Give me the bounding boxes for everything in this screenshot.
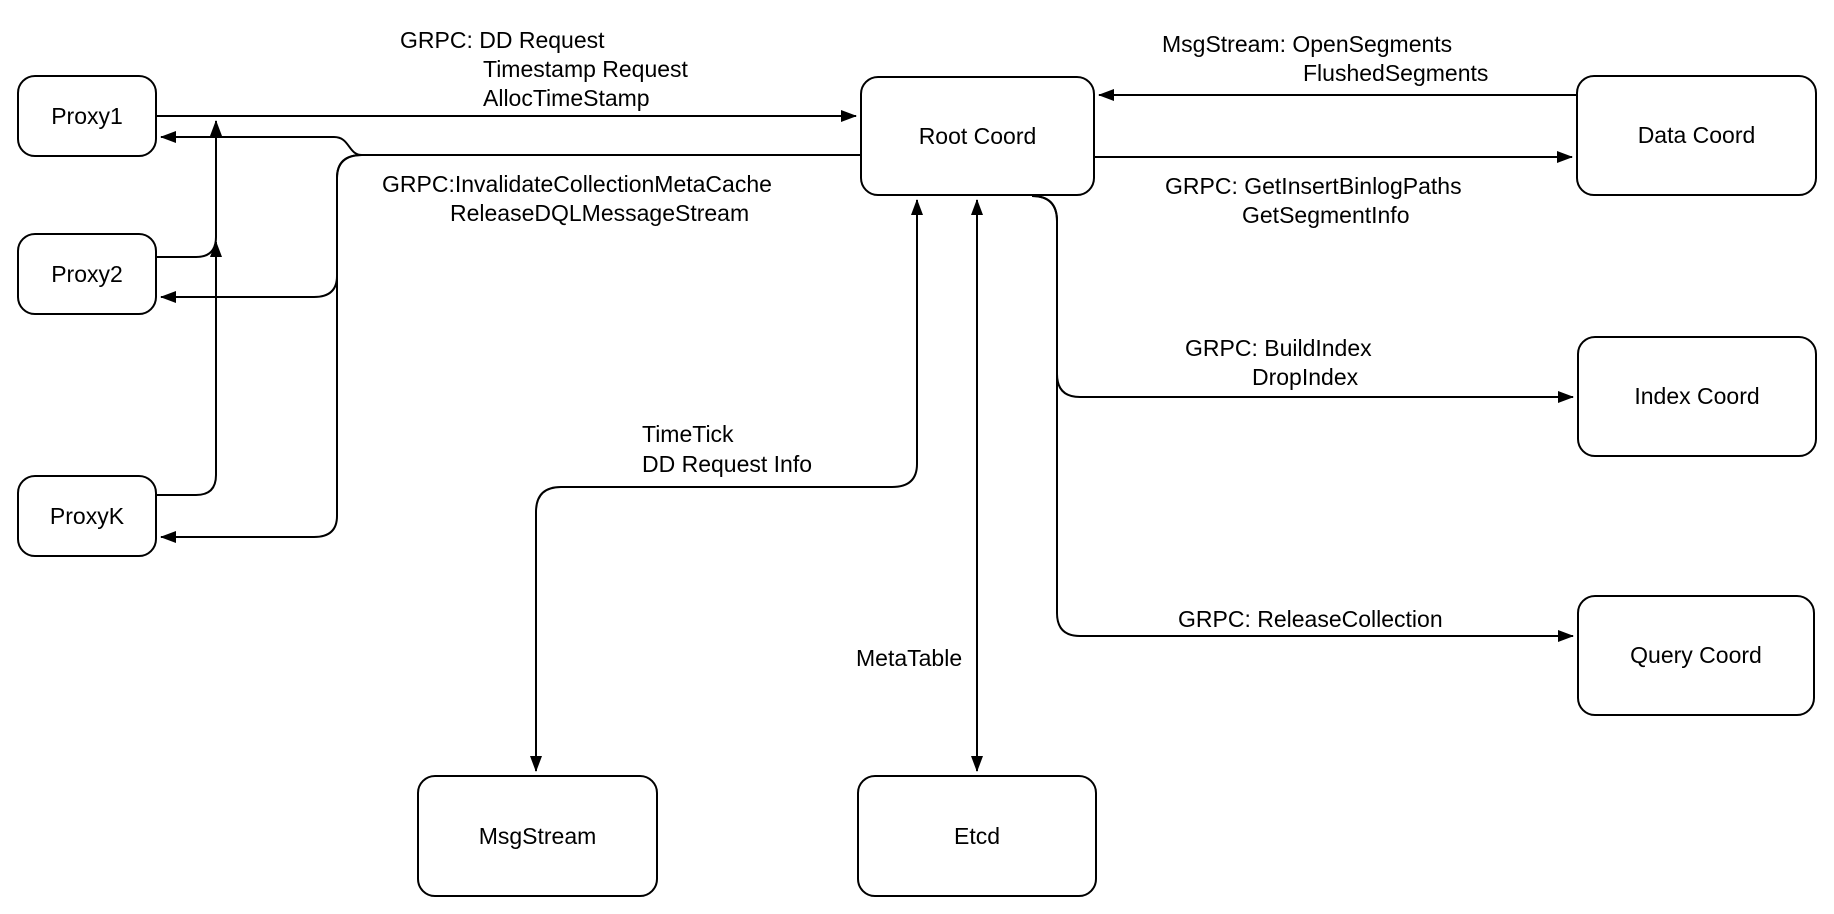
label-dd-request-1: GRPC: DD Request (400, 27, 605, 53)
label-metatable: MetaTable (856, 645, 963, 671)
label-timetick-2: DD Request Info (642, 451, 813, 477)
label-invalidate-1: GRPC:InvalidateCollectionMetaCache (382, 171, 772, 197)
node-msgstream: MsgStream (417, 775, 658, 897)
node-query-coord: Query Coord (1577, 595, 1815, 716)
label-dd-request-3: AllocTimeStamp (483, 85, 650, 111)
label-build-index-1: GRPC: BuildIndex (1185, 335, 1372, 361)
label-open-segments-1: MsgStream: OpenSegments (1162, 31, 1453, 57)
label-open-segments-2: FlushedSegments (1303, 60, 1489, 86)
label-invalidate-2: ReleaseDQLMessageStream (450, 200, 750, 226)
node-root-coord: Root Coord (860, 76, 1095, 196)
node-data-coord: Data Coord (1576, 75, 1817, 196)
node-proxy1: Proxy1 (17, 75, 157, 157)
edge-proxy2-join (157, 120, 222, 258)
edge-invalidate-to-proxyk (160, 154, 860, 543)
edge-invalidate-to-proxy1 (160, 131, 860, 156)
label-get-insert-2: GetSegmentInfo (1242, 202, 1410, 228)
node-etcd: Etcd (857, 775, 1097, 897)
label-release-collection: GRPC: ReleaseCollection (1178, 606, 1443, 632)
node-proxyk: ProxyK (17, 475, 157, 557)
edge-proxyk-join (157, 241, 222, 496)
label-build-index-2: DropIndex (1252, 364, 1359, 390)
edge-release-collection (1031, 195, 1574, 642)
label-timetick-1: TimeTick (642, 421, 734, 447)
label-dd-request-2: Timestamp Request (483, 56, 688, 82)
edge-timetick (530, 199, 923, 772)
label-get-insert-1: GRPC: GetInsertBinlogPaths (1165, 173, 1462, 199)
node-index-coord: Index Coord (1577, 336, 1817, 457)
node-proxy2: Proxy2 (17, 233, 157, 315)
